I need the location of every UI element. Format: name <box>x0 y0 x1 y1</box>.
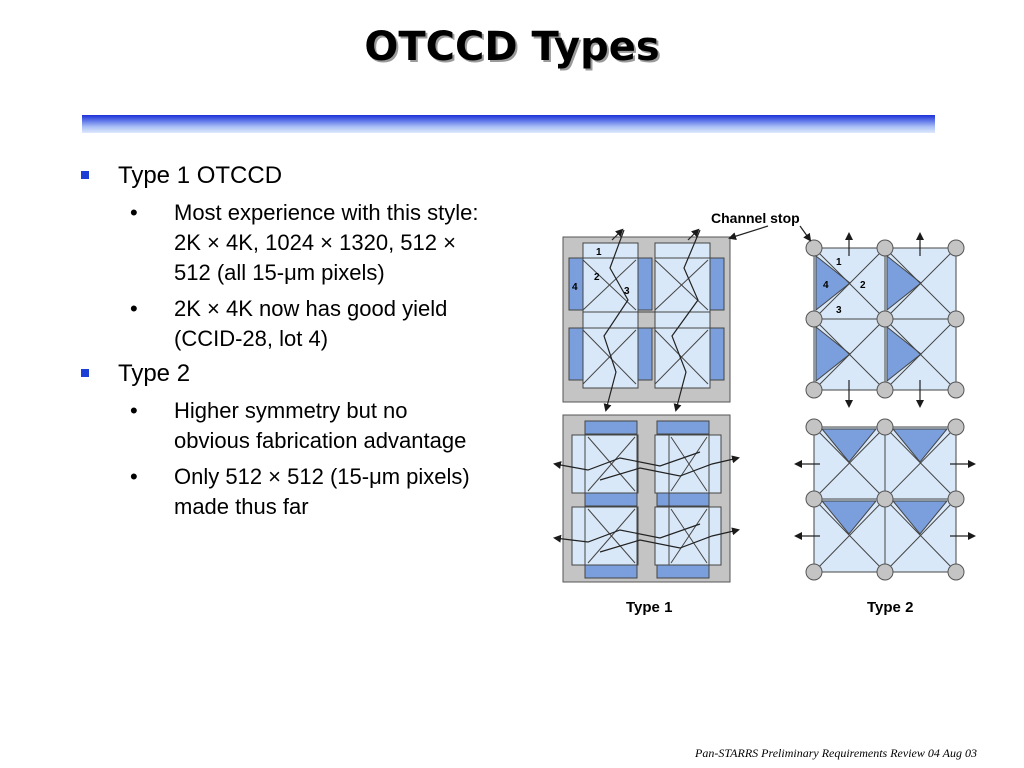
bullet-type2: Type 2 <box>78 358 548 390</box>
phase-label-2: 2 <box>594 272 600 283</box>
sub-bullet-line: Most experience with this style: <box>174 200 479 225</box>
sub-bullet: • Most experience with this style: 2K × … <box>78 198 548 288</box>
bullet-text: Type 2 <box>118 360 191 387</box>
bullet-type1: Type 1 OTCCD <box>78 160 548 192</box>
bullet-text: Type 1 OTCCD <box>118 162 283 189</box>
sub-bullet-line: Only 512 × 512 (15-μm pixels) <box>174 464 470 489</box>
type2-phase-label-4: 4 <box>823 280 829 291</box>
sub-bullet-line: 512 (all 15-μm pixels) <box>174 260 385 285</box>
phase-label-3: 3 <box>624 286 630 297</box>
type2-top-block <box>805 232 965 408</box>
sub-bullet-line: made thus far <box>174 494 309 519</box>
sub-bullet-line: Higher symmetry but no <box>174 398 408 423</box>
type1-top-block <box>562 228 731 412</box>
slide-title: OTCCD Types <box>364 24 660 70</box>
dot-bullet-icon: • <box>130 398 138 423</box>
channel-stop-label: Channel stop <box>711 210 800 226</box>
sub-bullet: • 2K × 4K now has good yield (CCID-28, l… <box>78 294 548 354</box>
type2-phase-label-2: 2 <box>860 280 866 291</box>
sub-bullet: • Only 512 × 512 (15-μm pixels) made thu… <box>78 462 548 522</box>
dot-bullet-icon: • <box>130 296 138 321</box>
sub-bullet-line: 2K × 4K, 1024 × 1320, 512 × <box>174 230 456 255</box>
sub-bullet-line: obvious fabrication advantage <box>174 428 467 453</box>
square-bullet-icon <box>81 369 89 377</box>
phase-label-4: 4 <box>572 282 578 293</box>
dot-bullet-icon: • <box>130 200 138 225</box>
sub-bullet: • Higher symmetry but no obvious fabrica… <box>78 396 548 456</box>
dot-bullet-icon: • <box>130 464 138 489</box>
type1-label: Type 1 <box>626 599 672 616</box>
otccd-diagram: 1 2 3 4 <box>553 210 976 616</box>
sub-bullet-line: 2K × 4K now has good yield <box>174 296 448 321</box>
type2-phase-label-1: 1 <box>836 257 842 268</box>
type2-bottom-block <box>794 418 976 581</box>
phase-label-1: 1 <box>596 247 602 258</box>
type1-bottom-block <box>553 414 740 583</box>
square-bullet-icon <box>81 171 89 179</box>
type2-phase-label-3: 3 <box>836 305 842 316</box>
type2-label: Type 2 <box>867 599 913 616</box>
sub-bullet-line: (CCID-28, lot 4) <box>174 326 329 351</box>
slide-footer: Pan-STARRS Preliminary Requirements Revi… <box>695 746 977 760</box>
bullet-list: Type 1 OTCCD • Most experience with this… <box>78 156 548 522</box>
title-underline-bar <box>82 115 935 133</box>
